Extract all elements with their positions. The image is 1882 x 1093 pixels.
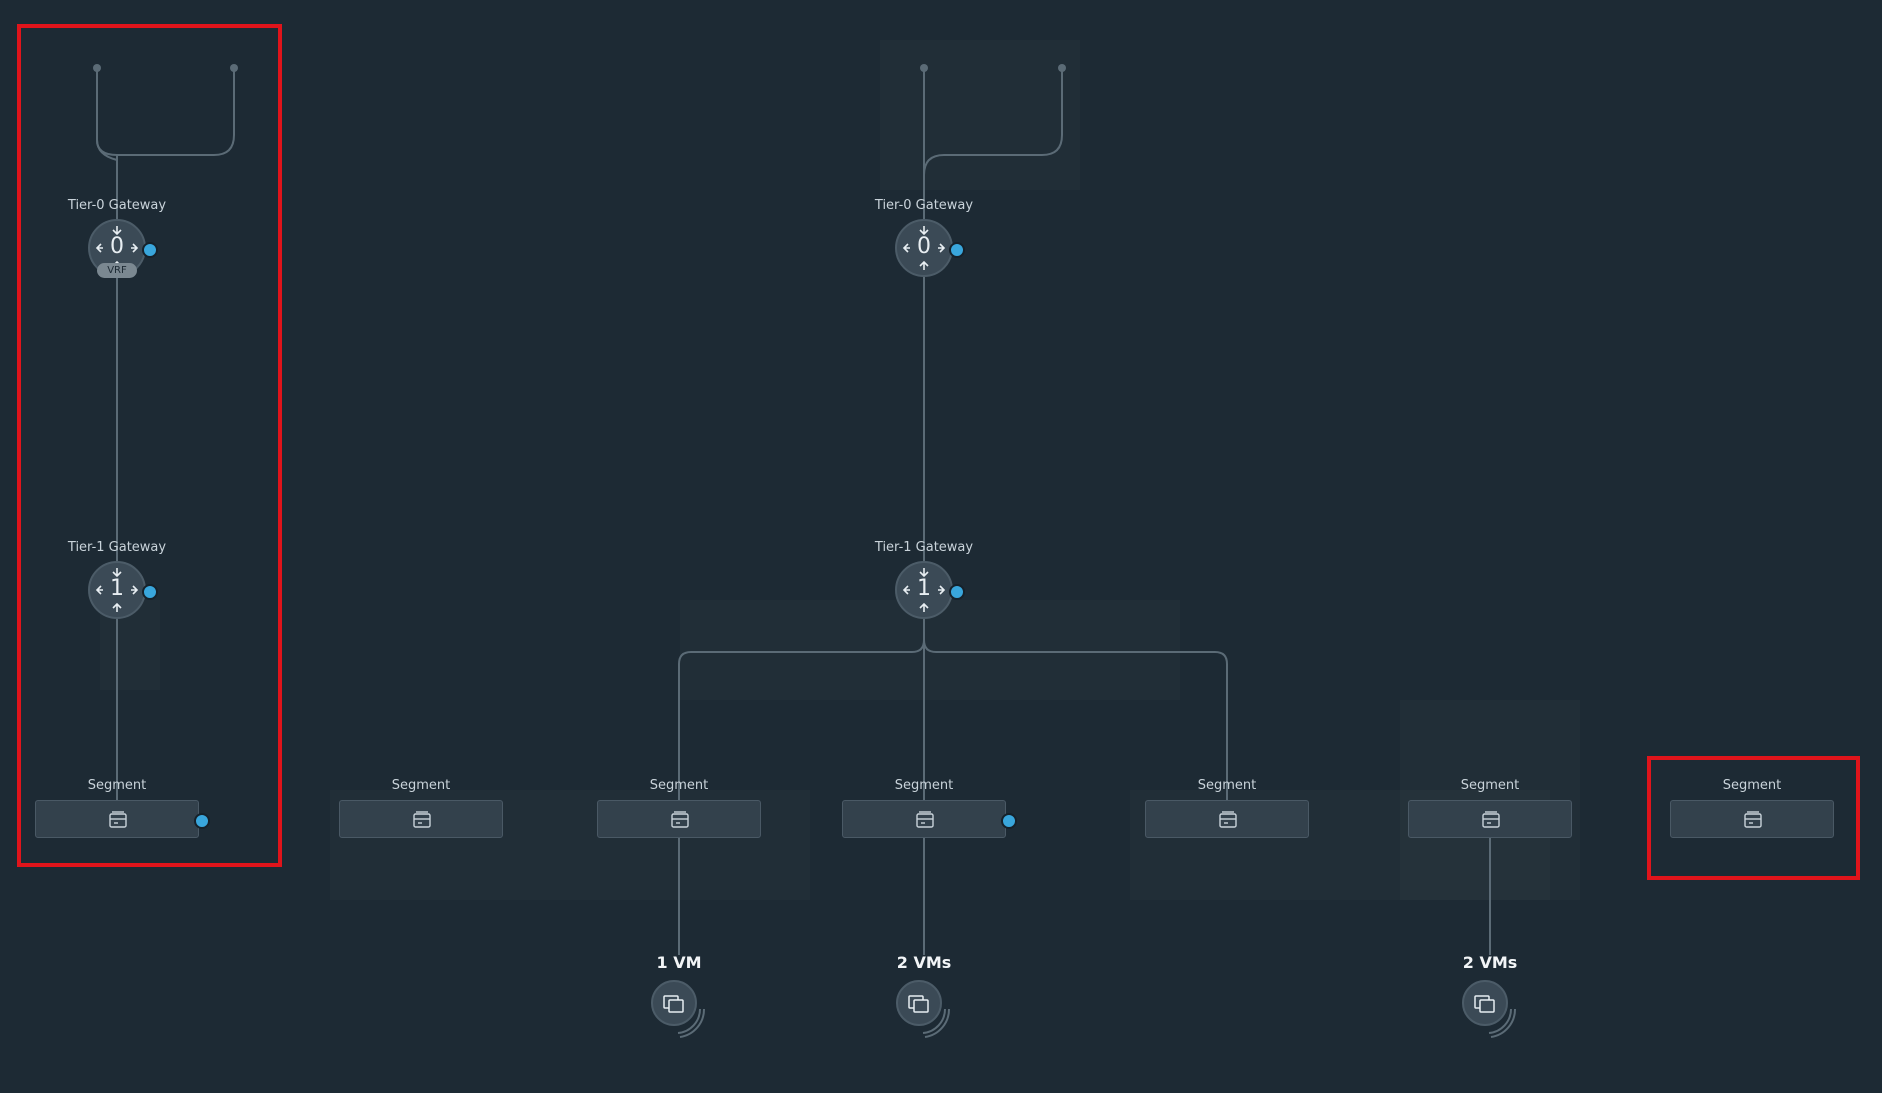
segment-node[interactable] bbox=[597, 800, 761, 838]
segment-icon bbox=[671, 811, 689, 828]
segment-label: Segment bbox=[1722, 778, 1782, 793]
status-indicator[interactable] bbox=[142, 584, 158, 600]
tier1-gateway-icon bbox=[95, 568, 139, 612]
uplink-wire bbox=[923, 68, 1063, 176]
vm-count-label: 2 VMs bbox=[896, 953, 952, 972]
tier0-gateway-label: Tier-0 Gateway bbox=[67, 198, 167, 213]
segment-node[interactable] bbox=[1408, 800, 1572, 838]
vm-group-node[interactable] bbox=[650, 979, 706, 1038]
vrf-badge: VRF bbox=[97, 263, 137, 278]
segment-node[interactable] bbox=[842, 800, 1006, 838]
segment-label: Segment bbox=[1460, 778, 1520, 793]
tier1-gateway-label: Tier-1 Gateway bbox=[67, 540, 167, 555]
segment-label: Segment bbox=[391, 778, 451, 793]
segment-node[interactable] bbox=[1145, 800, 1309, 838]
vm-icon bbox=[651, 980, 706, 1038]
gateway-tier-number: 0 bbox=[110, 234, 124, 259]
segment-node[interactable] bbox=[1670, 800, 1834, 838]
segment-node[interactable] bbox=[35, 800, 199, 838]
tier0-gateway-label: Tier-0 Gateway bbox=[874, 198, 974, 213]
vm-count-label: 2 VMs bbox=[1462, 953, 1518, 972]
tier1-gateway-icon bbox=[902, 568, 946, 612]
highlight-box bbox=[17, 24, 282, 867]
segment-label: Segment bbox=[1197, 778, 1257, 793]
status-indicator[interactable] bbox=[142, 242, 158, 258]
segment-node[interactable] bbox=[339, 800, 503, 838]
gateway-tier-number: 0 bbox=[917, 234, 931, 259]
segment-icon bbox=[413, 811, 431, 828]
uplink-wire bbox=[96, 139, 118, 161]
status-indicator[interactable] bbox=[1001, 813, 1017, 829]
segment-label: Segment bbox=[894, 778, 954, 793]
vm-group-node[interactable] bbox=[1461, 979, 1517, 1038]
segment-wire bbox=[923, 639, 1228, 800]
vm-icon bbox=[896, 980, 951, 1038]
tier1-gateway-node[interactable]: 1 bbox=[895, 561, 953, 619]
segment-icon bbox=[109, 811, 127, 828]
vm-count-label: 1 VM bbox=[656, 953, 702, 972]
status-indicator[interactable] bbox=[194, 813, 210, 829]
gateway-tier-number: 1 bbox=[917, 576, 931, 601]
vm-icon bbox=[1462, 980, 1517, 1038]
uplink-endpoint bbox=[1058, 64, 1066, 72]
segment-icon bbox=[1482, 811, 1500, 828]
uplink-endpoint bbox=[93, 64, 101, 72]
segment-label: Segment bbox=[87, 778, 147, 793]
uplink-endpoint bbox=[920, 64, 928, 72]
tier0-gateway-icon bbox=[902, 226, 946, 270]
uplink-endpoint bbox=[230, 64, 238, 72]
segment-label: Segment bbox=[649, 778, 709, 793]
tier0-gateway-node[interactable]: 0 bbox=[895, 219, 953, 277]
status-indicator[interactable] bbox=[949, 242, 965, 258]
tier1-gateway-label: Tier-1 Gateway bbox=[874, 540, 974, 555]
vm-group-node[interactable] bbox=[895, 979, 951, 1038]
segment-icon bbox=[916, 811, 934, 828]
gateway-tier-number: 1 bbox=[110, 576, 124, 601]
highlight-box bbox=[1647, 756, 1860, 880]
status-indicator[interactable] bbox=[949, 584, 965, 600]
segment-icon bbox=[1219, 811, 1237, 828]
segment-icon bbox=[1744, 811, 1762, 828]
segment-wire bbox=[678, 639, 925, 800]
